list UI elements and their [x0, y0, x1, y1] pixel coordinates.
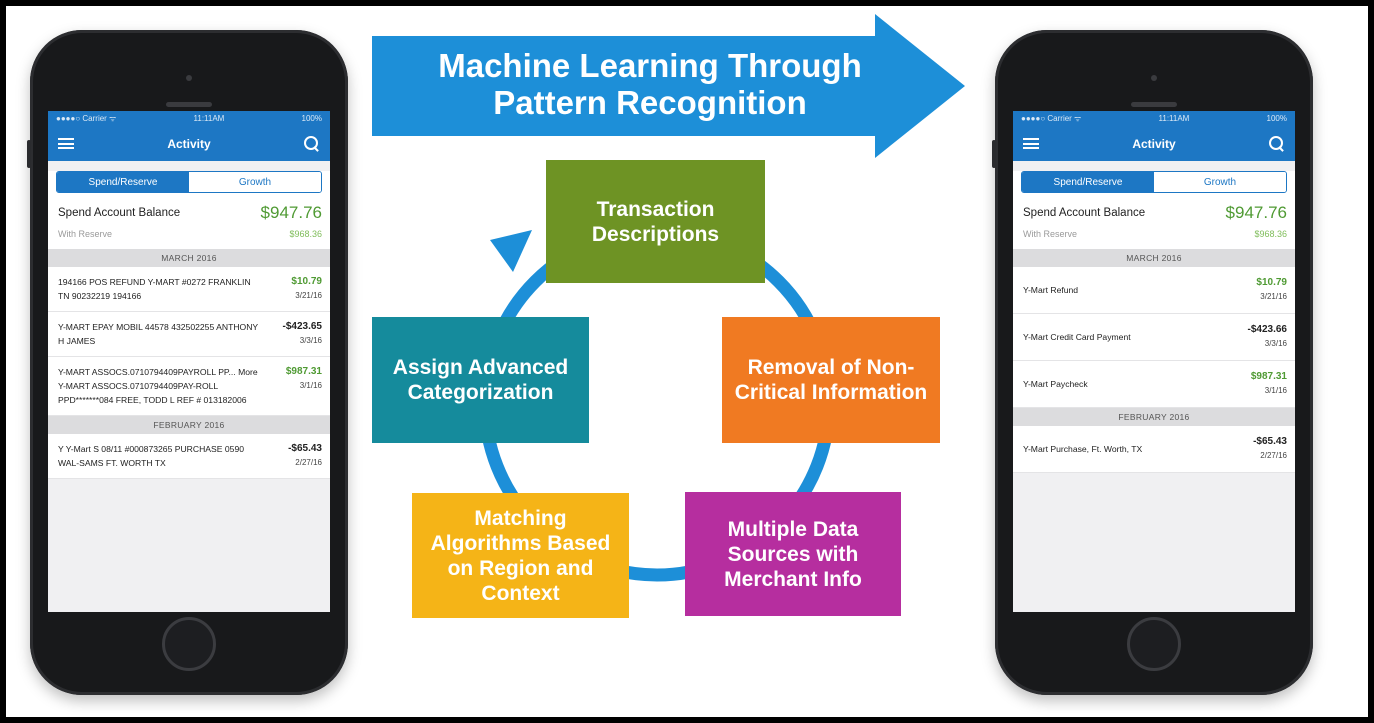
diagram-title: Machine Learning Through Pattern Recogni… [410, 47, 890, 121]
transaction-description: 194166 POS REFUND Y-MART #0272 FRANKLIN … [58, 277, 251, 301]
phone-mute-switch [27, 140, 31, 168]
transaction-row[interactable]: Y-Mart Purchase, Ft. Worth, TX -$65.43 2/… [1013, 426, 1295, 473]
phone-mute-switch [992, 140, 996, 168]
transaction-date: 3/21/16 [1260, 292, 1287, 301]
phone-screen: ●●●●○ Carrier ᯤ 11:11AM 100% Activity Sp… [48, 111, 330, 612]
transaction-row[interactable]: Y-Mart Paycheck $987.31 3/1/16 [1013, 361, 1295, 408]
status-bar: ●●●●○ Carrier ᯤ 11:11AM 100% [48, 111, 330, 126]
battery-label: 100% [1266, 114, 1287, 123]
tab-spend-reserve[interactable]: Spend/Reserve [1022, 172, 1154, 192]
cycle-arrowhead-icon [490, 230, 532, 272]
title-line-2: Pattern Recognition [493, 84, 807, 121]
transaction-date: 3/1/16 [1264, 386, 1287, 395]
battery-label: 100% [301, 114, 322, 123]
section-header: MARCH 2016 [48, 249, 330, 267]
tab-spend-reserve[interactable]: Spend/Reserve [57, 172, 189, 192]
section-header: FEBRUARY 2016 [48, 416, 330, 434]
transaction-amount: $10.79 [1256, 277, 1287, 288]
reserve-row: With Reserve $968.36 [1013, 223, 1295, 249]
transaction-date: 3/3/16 [299, 336, 322, 345]
clock-label: 11:11AM [193, 114, 225, 123]
reserve-value: $968.36 [1254, 229, 1287, 239]
phone-camera [1151, 75, 1157, 81]
transaction-amount: -$65.43 [1253, 436, 1287, 447]
transaction-date: 2/27/16 [1260, 451, 1287, 460]
search-icon[interactable] [1268, 135, 1285, 152]
transaction-description: Y-Mart Refund [1023, 285, 1079, 295]
phone-speaker [1131, 102, 1177, 107]
tab-growth[interactable]: Growth [189, 172, 321, 192]
status-bar: ●●●●○ Carrier ᯤ 11:11AM 100% [1013, 111, 1295, 126]
screen-title: Activity [1132, 136, 1176, 151]
account-summary: Spend/Reserve Growth Spend Account Balan… [1013, 171, 1295, 249]
segment-control: Spend/Reserve Growth [56, 171, 322, 193]
step-matching-algorithms: Matching Algorithms Based on Region and … [412, 493, 629, 618]
transaction-date: 2/27/16 [295, 458, 322, 467]
phone-camera [186, 75, 192, 81]
transaction-description: Y-Mart Credit Card Payment [1023, 332, 1131, 342]
phone-after: ●●●●○ Carrier ᯤ 11:11AM 100% Activity Sp… [992, 30, 1313, 695]
step-multiple-data-sources: Multiple Data Sources with Merchant Info [685, 492, 901, 616]
reserve-value: $968.36 [289, 229, 322, 239]
section-header: MARCH 2016 [1013, 249, 1295, 267]
transaction-description: Y-MART EPAY MOBIL 44578 432502255 ANTHON… [58, 322, 258, 346]
transaction-amount: $10.79 [291, 276, 322, 287]
search-icon[interactable] [303, 135, 320, 152]
transaction-date: 3/1/16 [299, 381, 322, 390]
transaction-row[interactable]: 194166 POS REFUND Y-MART #0272 FRANKLIN … [48, 267, 330, 312]
phone-screen: ●●●●○ Carrier ᯤ 11:11AM 100% Activity Sp… [1013, 111, 1295, 612]
reserve-label: With Reserve [58, 229, 113, 239]
transaction-amount: -$423.65 [282, 321, 322, 332]
transaction-date: 3/3/16 [1264, 339, 1287, 348]
reserve-row: With Reserve $968.36 [48, 223, 330, 249]
transaction-amount: $987.31 [285, 366, 322, 377]
transaction-row[interactable]: Y Y-Mart S 08/11 #000873265 PURCHASE 059… [48, 434, 330, 479]
app-header: Activity [1013, 126, 1295, 161]
phone-speaker [166, 102, 212, 107]
segment-control: Spend/Reserve Growth [1021, 171, 1287, 193]
screen-title: Activity [167, 136, 211, 151]
section-header: FEBRUARY 2016 [1013, 408, 1295, 426]
step-assign-categorization: Assign Advanced Categorization [372, 317, 589, 443]
balance-row: Spend Account Balance $947.76 [48, 193, 330, 223]
right-arrow-banner [372, 14, 965, 158]
transaction-amount: -$65.43 [288, 443, 322, 454]
menu-icon[interactable] [1023, 138, 1039, 149]
transaction-amount: $987.31 [1250, 371, 1287, 382]
transaction-date: 3/21/16 [295, 291, 322, 300]
transaction-description: Y-MART ASSOCS.0710794409PAYROLL PP... Mo… [58, 367, 258, 405]
transaction-description: Y Y-Mart S 08/11 #000873265 PURCHASE 059… [58, 444, 245, 468]
transaction-description: Y-Mart Purchase, Ft. Worth, TX [1023, 444, 1143, 454]
balance-label: Spend Account Balance [1023, 207, 1146, 219]
transaction-row[interactable]: Y-MART EPAY MOBIL 44578 432502255 ANTHON… [48, 312, 330, 357]
step-transaction-descriptions: Transaction Descriptions [546, 160, 765, 283]
home-button[interactable] [1127, 617, 1181, 671]
menu-icon[interactable] [58, 138, 74, 149]
transaction-amount: -$423.66 [1247, 324, 1287, 335]
transaction-row[interactable]: Y-Mart Refund $10.79 3/21/16 [1013, 267, 1295, 314]
tab-growth[interactable]: Growth [1154, 172, 1286, 192]
transaction-description: Y-Mart Paycheck [1023, 379, 1088, 389]
transaction-row[interactable]: Y-Mart Credit Card Payment -$423.66 3/3/1… [1013, 314, 1295, 361]
clock-label: 11:11AM [1158, 114, 1190, 123]
carrier-label: ●●●●○ Carrier ᯤ [1021, 114, 1082, 123]
home-button[interactable] [162, 617, 216, 671]
balance-value: $947.76 [1225, 203, 1287, 222]
title-line-1: Machine Learning Through [438, 47, 862, 84]
reserve-label: With Reserve [1023, 229, 1078, 239]
transaction-row[interactable]: Y-MART ASSOCS.0710794409PAYROLL PP... Mo… [48, 357, 330, 416]
arrow-shape [372, 14, 965, 158]
carrier-label: ●●●●○ Carrier ᯤ [56, 114, 117, 123]
balance-value: $947.76 [260, 203, 322, 222]
step-removal-non-critical: Removal of Non-Critical Information [722, 317, 940, 443]
app-header: Activity [48, 126, 330, 161]
account-summary: Spend/Reserve Growth Spend Account Balan… [48, 171, 330, 249]
phone-before: ●●●●○ Carrier ᯤ 11:11AM 100% Activity Sp… [27, 30, 348, 695]
balance-label: Spend Account Balance [58, 207, 181, 219]
balance-row: Spend Account Balance $947.76 [1013, 193, 1295, 223]
